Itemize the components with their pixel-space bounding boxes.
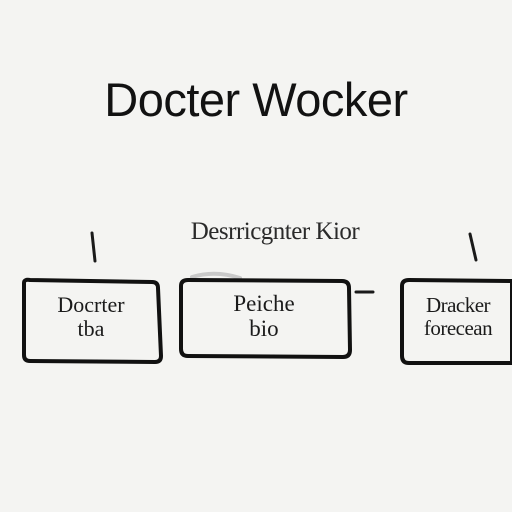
- node-2-line-2: bio: [249, 316, 279, 342]
- node-3-line-2: forecean: [423, 316, 493, 341]
- node-2-line-1: Peiche: [233, 291, 295, 316]
- diagram-title: Docter Wocker: [104, 73, 408, 126]
- node-1-line-1: Docrter: [57, 292, 125, 317]
- sketch-smudge: [190, 271, 242, 280]
- node-label-1: Docrter tba: [26, 292, 156, 342]
- diagram-subtitle: Desrricgnter Kior: [190, 218, 360, 245]
- connector-tick-left: [90, 231, 97, 263]
- node-box-3: [400, 278, 512, 365]
- node-label-3: Dracker forecean: [404, 293, 512, 341]
- connector-tick-right: [468, 232, 478, 262]
- node-label-2: Peiche bio: [184, 291, 344, 342]
- node-1-line-2: tba: [77, 316, 105, 342]
- node-3-line-1: Dracker: [425, 293, 491, 317]
- node-box-2: [179, 278, 352, 359]
- node-box-1: [22, 277, 163, 364]
